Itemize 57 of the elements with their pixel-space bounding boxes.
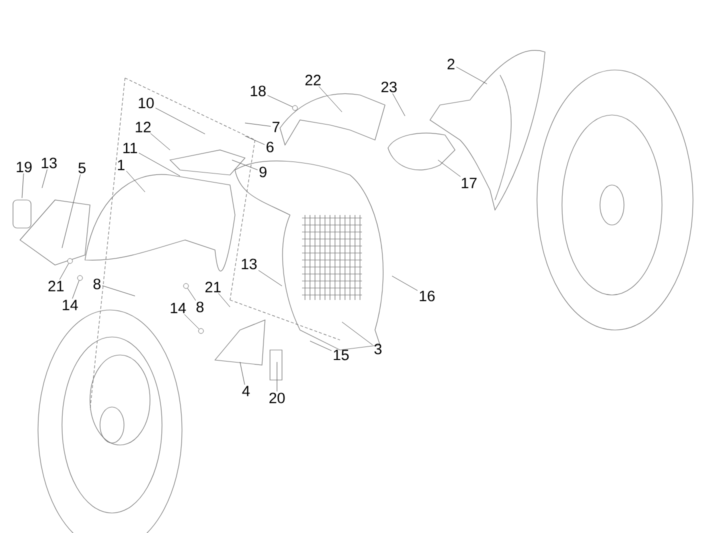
leader-line [244, 122, 271, 127]
leader-line [240, 362, 245, 385]
screw-head [292, 105, 298, 111]
callout-number: 7 [272, 122, 280, 132]
leader-line [72, 280, 80, 299]
callout-number: 14 [62, 300, 78, 310]
callout-number: 8 [94, 278, 100, 290]
callout-number: 17 [462, 178, 477, 188]
leader-line [438, 160, 461, 177]
leader-line [59, 263, 69, 280]
leader-line [187, 288, 196, 301]
leader-line [218, 293, 230, 308]
callout-number: 2 [448, 58, 454, 70]
leader-line [392, 276, 418, 291]
callout-number: 18 [250, 86, 266, 96]
leader-line [456, 66, 488, 84]
leader-line [62, 174, 81, 248]
callout-number: 12 [136, 122, 151, 132]
leader-line [232, 160, 258, 170]
callout-number: 23 [381, 82, 397, 92]
leader-line [184, 314, 200, 330]
leader-line [22, 173, 24, 198]
screw-head [67, 258, 73, 264]
screw-head [183, 283, 189, 289]
leader-line [310, 340, 332, 351]
leader-line [138, 152, 180, 176]
callout-number: 19 [16, 162, 32, 172]
leader-line [258, 270, 282, 286]
leader-line [150, 133, 170, 150]
callout-number: 15 [334, 350, 349, 360]
screw-head [198, 328, 204, 334]
callout-number: 14 [170, 302, 186, 314]
leader-line [102, 285, 136, 296]
leader-line [126, 170, 146, 192]
callout-number: 16 [420, 290, 435, 302]
callout-number: 8 [196, 302, 204, 312]
leader-line [244, 136, 265, 145]
leader-line [276, 362, 278, 392]
callout-number: 22 [305, 74, 321, 86]
callout-number: 1 [118, 160, 124, 170]
callout-number: 5 [78, 162, 86, 174]
callout-number: 13 [42, 158, 57, 168]
leader-line [318, 86, 342, 112]
callout-number: 13 [242, 258, 257, 270]
callout-number: 21 [48, 280, 64, 292]
callout-number: 3 [374, 344, 382, 354]
callout-number: 20 [269, 392, 285, 404]
leader-line [155, 108, 206, 134]
callout-number: 6 [266, 142, 274, 152]
callout-number: 9 [260, 166, 266, 178]
callout-number: 10 [138, 98, 154, 108]
leader-line [42, 169, 48, 188]
callout-number: 4 [242, 386, 250, 396]
callout-number: 21 [205, 282, 221, 292]
leader-line [392, 93, 406, 116]
callout-number: 11 [123, 142, 138, 154]
screw-head [77, 275, 83, 281]
